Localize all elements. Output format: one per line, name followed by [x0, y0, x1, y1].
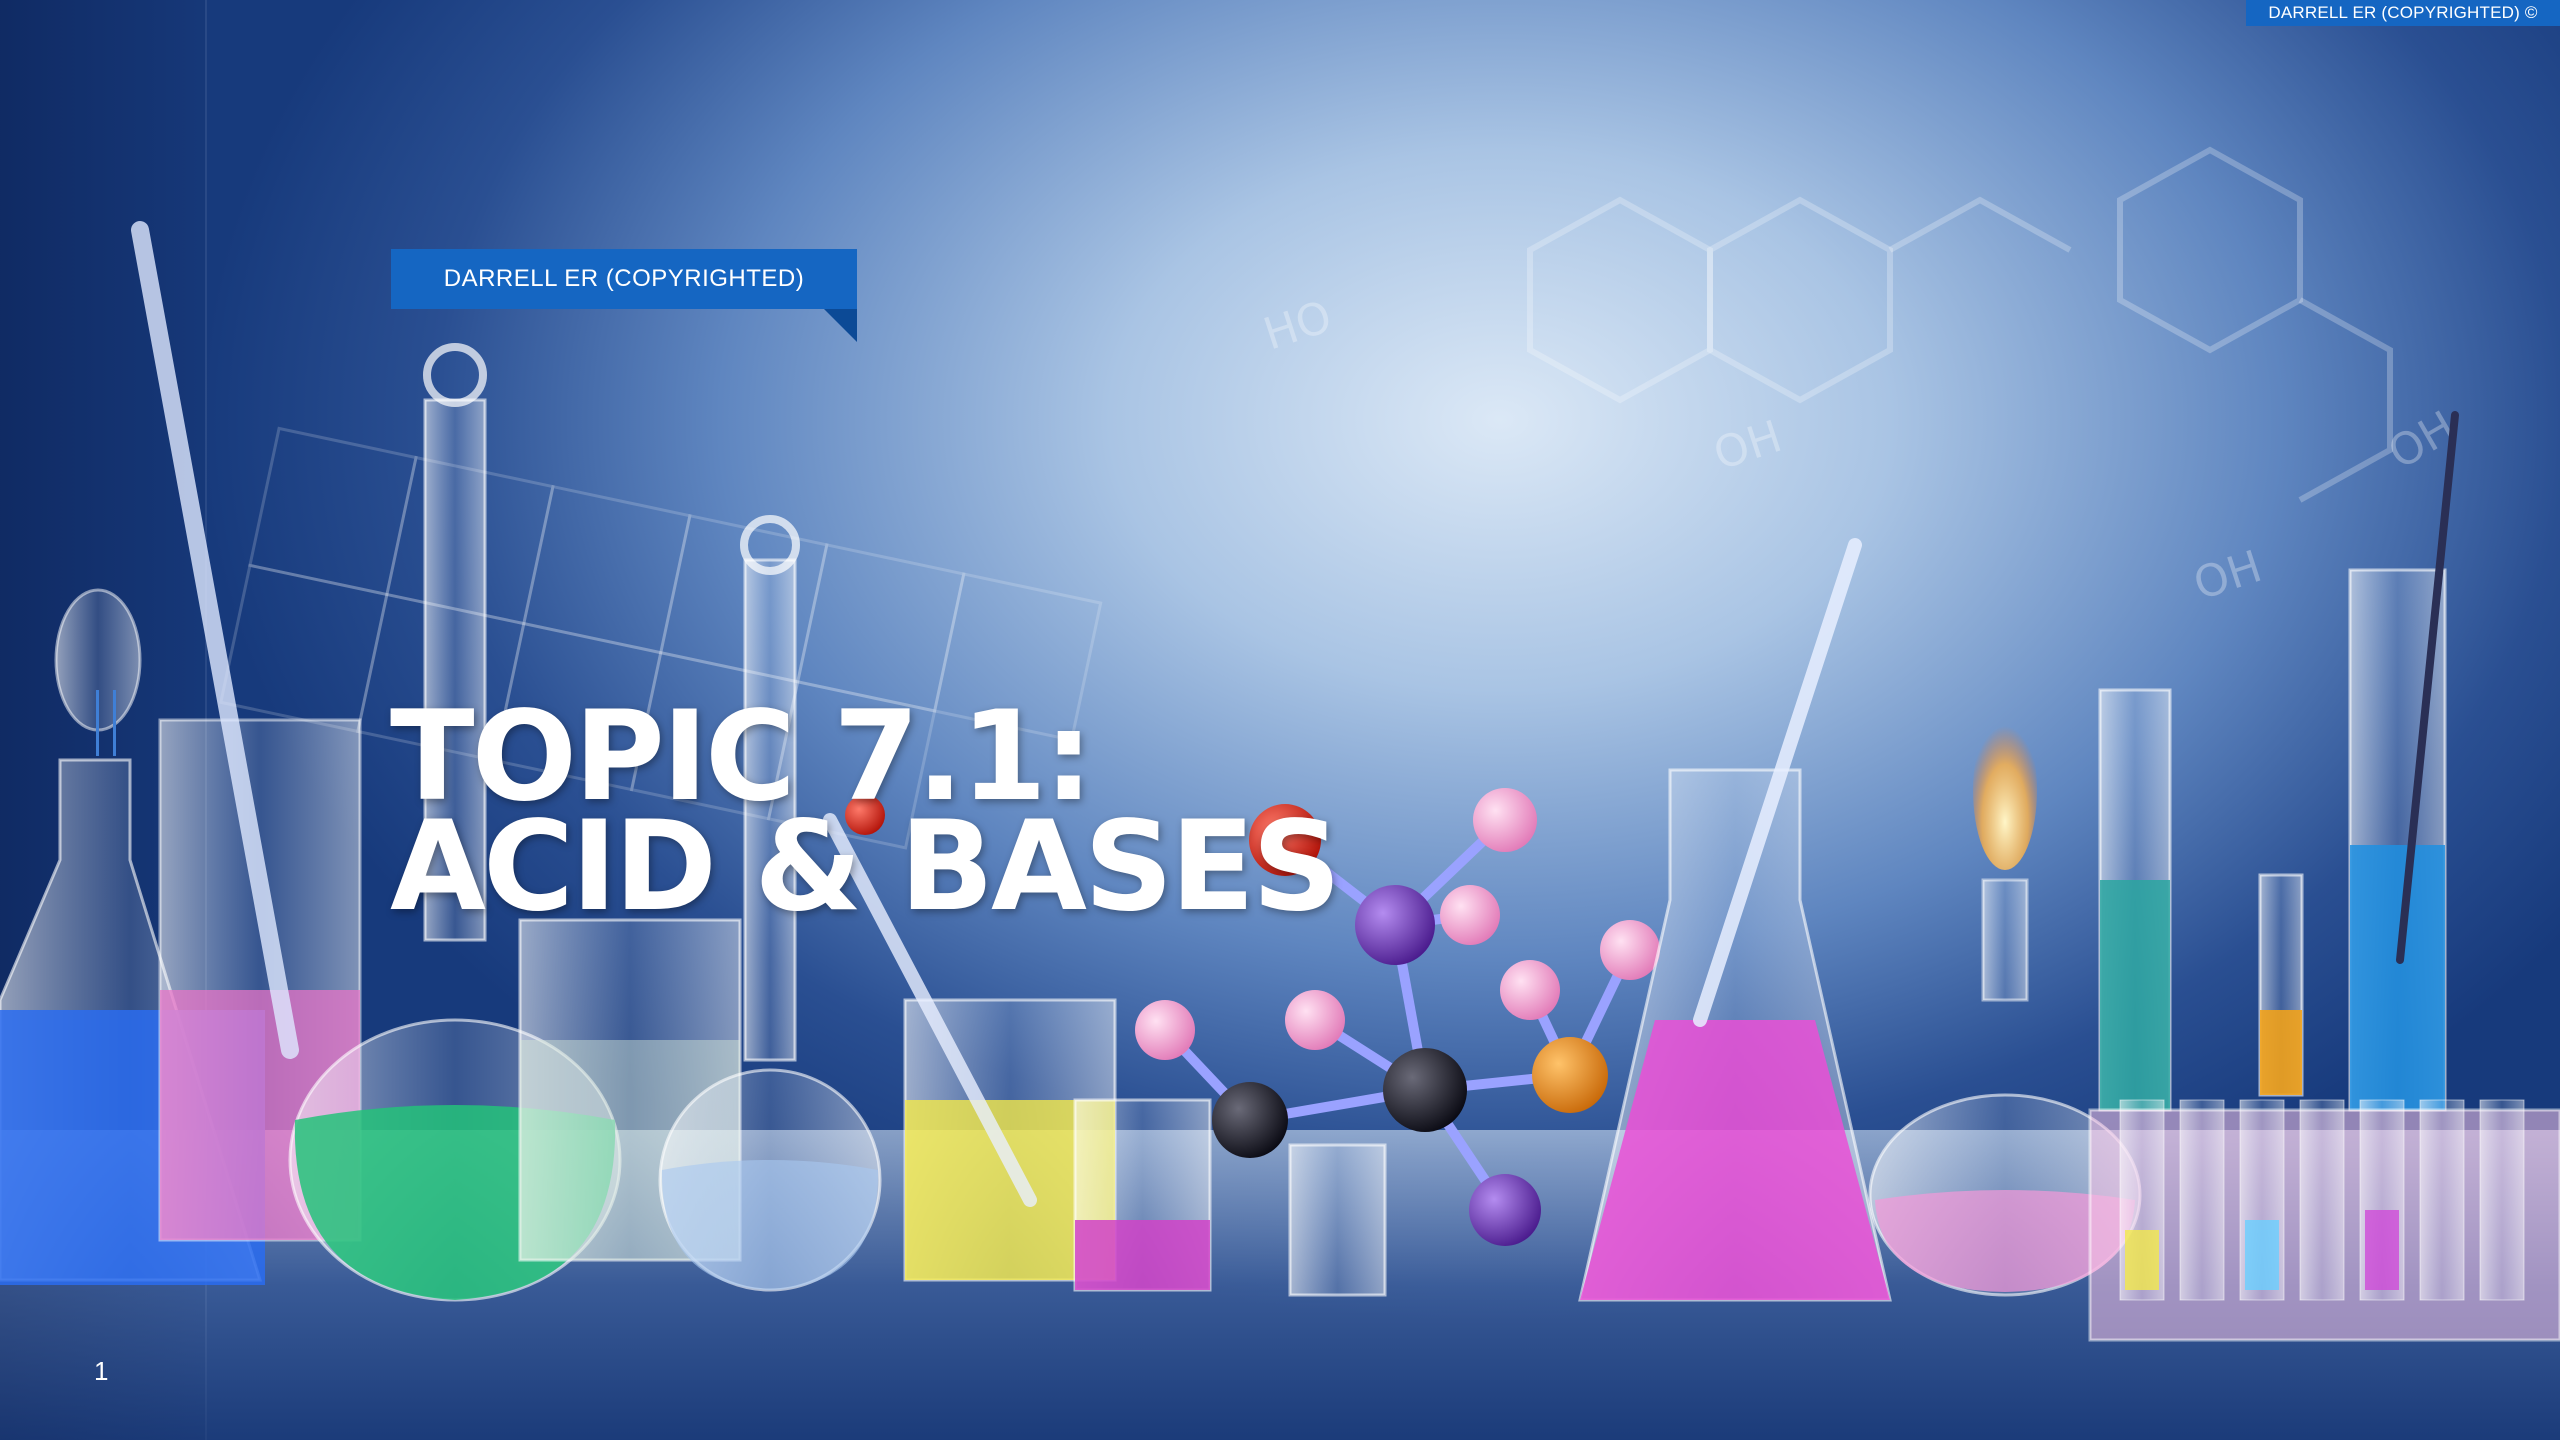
pink-erlenmeyer-flask [1578, 768, 1892, 1302]
svg-text:OH: OH [2188, 541, 2268, 610]
copyright-header-strip: DARRELL ER (COPYRIGHTED) © [2246, 0, 2560, 26]
pipette [2396, 411, 2459, 964]
slide-number: 1 [94, 1356, 109, 1386]
background-oh-labels: OH OH HO OH [1258, 291, 2465, 610]
rod-tip [845, 795, 885, 835]
atom-pink-3 [1600, 920, 1660, 980]
atom-black [1383, 1048, 1467, 1132]
small-clear-beaker [1288, 1143, 1387, 1297]
atom-purple-2 [1469, 1174, 1541, 1246]
slide-title: TOPIC 7.1: ACID & BASES [390, 685, 1890, 939]
slide-title-line-2: ACID & BASES [390, 795, 1341, 939]
stirring-rod [823, 813, 1037, 1207]
teal-cylinder [2098, 688, 2172, 1112]
atom-orange [1532, 1037, 1608, 1113]
atom-pink-2 [1440, 885, 1500, 945]
atom-black-2 [1212, 1082, 1288, 1158]
glass-rod-left [131, 221, 299, 1059]
svg-text:OH: OH [1708, 411, 1788, 480]
atom-pink-4 [1500, 960, 1560, 1020]
author-tag-fold [824, 309, 857, 342]
test-tube-rack [2088, 1099, 2560, 1342]
magenta-beaker [1073, 1098, 1212, 1292]
atom-pink-1 [1473, 788, 1537, 852]
slide-title-line-1: TOPIC 7.1: [390, 685, 1093, 829]
background-molecule-lines [1527, 146, 2393, 503]
atom-purple [1355, 885, 1435, 965]
left-accent-mark [96, 690, 116, 756]
atom-pink-5 [1285, 990, 1345, 1050]
glass-rod-right [1693, 538, 1862, 1027]
orange-cylinder [2258, 873, 2304, 1097]
volumetric-flask [658, 515, 882, 1292]
atom-red [1249, 804, 1321, 876]
svg-text:HO: HO [1258, 291, 1338, 360]
clear-beaker [518, 918, 742, 1262]
blue-cylinder [2348, 568, 2447, 1112]
author-tag: DARRELL ER (COPYRIGHTED) [391, 249, 857, 309]
atom-pink-6 [1135, 1000, 1195, 1060]
